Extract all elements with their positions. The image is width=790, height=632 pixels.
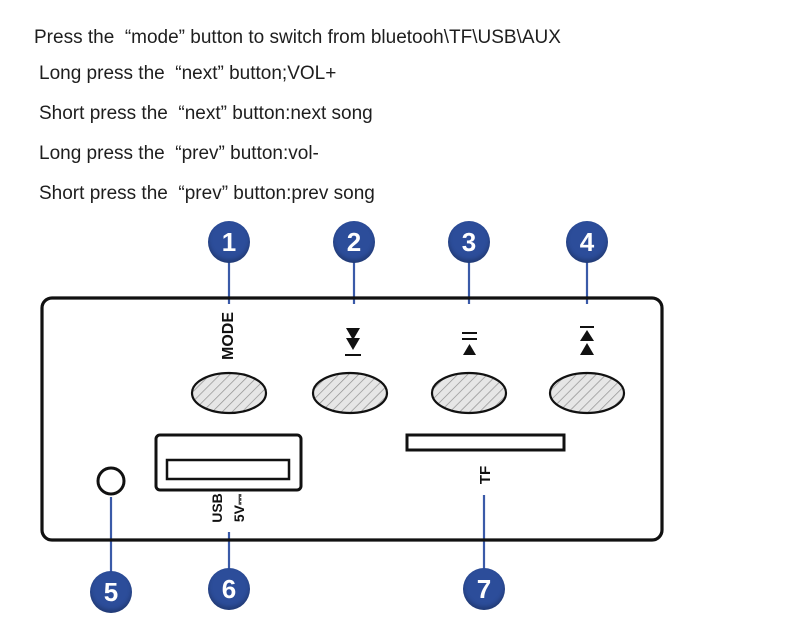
marker-7: 7 xyxy=(463,568,505,610)
instruction-mode: Press the “mode” button to switch from b… xyxy=(34,27,561,48)
power-label: 5V⎓ xyxy=(231,493,247,523)
mode-label: MODE xyxy=(220,312,237,360)
fourth-button[interactable] xyxy=(548,371,626,415)
marker-1: 1 xyxy=(208,221,250,263)
previous-track-icon xyxy=(462,332,477,355)
next-button[interactable] xyxy=(311,371,389,415)
marker-4: 4 xyxy=(566,221,608,263)
tf-label: TF xyxy=(477,465,494,485)
next-track-icon xyxy=(345,328,361,356)
mode-button[interactable] xyxy=(190,371,268,415)
marker-3: 3 xyxy=(448,221,490,263)
instruction-long-next: Long press the “next” button;VOL+ xyxy=(39,63,337,84)
usb-port-slot xyxy=(165,458,291,481)
instruction-short-next: Short press the “next” button:next song xyxy=(39,103,373,124)
instruction-short-prev: Short press the “prev” button:prev song xyxy=(39,183,375,204)
usb-label: USB xyxy=(209,493,225,523)
marker-5: 5 xyxy=(90,571,132,613)
marker-6: 6 xyxy=(208,568,250,610)
leader-lines xyxy=(109,262,589,572)
volume-icon xyxy=(580,326,594,355)
instruction-long-prev: Long press the “prev” button:vol- xyxy=(39,143,319,164)
panel-outline xyxy=(40,296,664,542)
aux-jack[interactable] xyxy=(96,466,126,496)
tf-card-slot[interactable] xyxy=(405,433,566,452)
marker-2: 2 xyxy=(333,221,375,263)
prev-button[interactable] xyxy=(430,371,508,415)
instructions: Press the “mode” button to switch from b… xyxy=(0,0,790,210)
